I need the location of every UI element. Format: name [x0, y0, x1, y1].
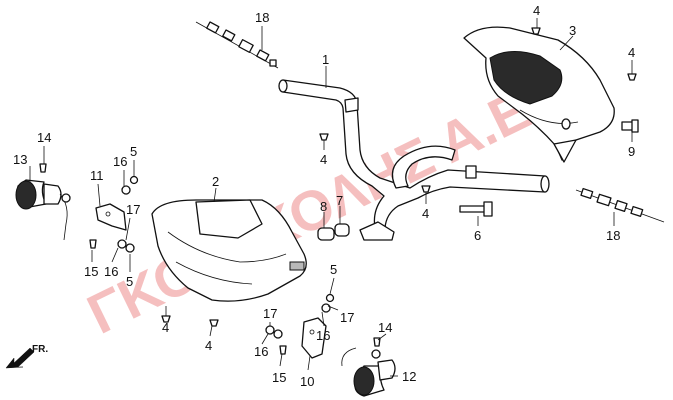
screw-14-left	[39, 163, 47, 173]
front-direction-label: FR.	[32, 344, 48, 355]
callout-10: 10	[300, 374, 314, 389]
grommet-7	[334, 223, 350, 237]
front-direction-arrow: FR.	[5, 344, 48, 369]
screw-15-left	[89, 239, 97, 249]
rear-handle-cover	[463, 26, 615, 163]
callout-18-right: 18	[606, 228, 620, 243]
washer-nut-stack-upper-left	[117, 175, 139, 253]
callout-2: 2	[212, 174, 219, 189]
callout-5-lower-right: 5	[330, 262, 337, 277]
left-signal-bracket	[95, 203, 127, 231]
screw-9	[621, 119, 639, 133]
callout-4-lower-left: 4	[162, 320, 169, 335]
callout-4-mid-right: 4	[422, 206, 429, 221]
callout-5-lower-left: 5	[126, 274, 133, 289]
callout-4-right-top: 4	[628, 45, 635, 60]
right-turn-signal-lamp	[341, 347, 396, 397]
callout-17-lower-right: 17	[340, 310, 354, 325]
leader-lines	[29, 18, 633, 377]
left-turn-signal-lamp	[15, 179, 71, 241]
callout-labels: 18 4 3 4 1 9 14 13 5 16 11 2 4 8 7 4 6 1…	[13, 3, 635, 389]
callout-18-top: 18	[255, 10, 269, 25]
throttle-cable-assembly-right	[575, 187, 665, 223]
callout-4-lower-mid: 4	[205, 338, 212, 353]
bolt-6	[459, 201, 493, 217]
callout-12: 12	[402, 369, 416, 384]
callout-14-left: 14	[37, 130, 51, 145]
callout-7: 7	[336, 193, 343, 208]
throttle-cable-assembly-top	[195, 21, 279, 69]
callout-16-upper: 16	[113, 154, 127, 169]
callout-11: 11	[90, 168, 104, 183]
callout-6: 6	[474, 228, 481, 243]
callout-4-center: 4	[320, 152, 327, 167]
callout-4-top: 4	[533, 3, 540, 18]
callout-16-lower-right: 16	[316, 328, 330, 343]
grommet-8	[317, 227, 335, 241]
callout-9: 9	[628, 144, 635, 159]
callout-13: 13	[13, 152, 27, 167]
callout-1: 1	[322, 52, 329, 67]
right-signal-bracket	[301, 317, 327, 359]
callout-16-lower-mid: 16	[254, 344, 268, 359]
callout-15-right: 15	[272, 370, 286, 385]
callout-3: 3	[569, 23, 576, 38]
screw-4-set	[161, 27, 637, 327]
callout-15-left: 15	[84, 264, 98, 279]
callout-16-lower-left: 16	[104, 264, 118, 279]
callout-8: 8	[320, 199, 327, 214]
callout-5-upper: 5	[130, 144, 137, 159]
handlebar-pipe	[278, 79, 550, 241]
screw-15-right	[279, 345, 287, 355]
arrow-icon	[5, 347, 35, 369]
callout-14-right: 14	[378, 320, 392, 335]
callout-17-upper: 17	[126, 202, 140, 217]
callout-17-lower-mid: 17	[263, 306, 277, 321]
front-handle-cover	[151, 199, 307, 302]
